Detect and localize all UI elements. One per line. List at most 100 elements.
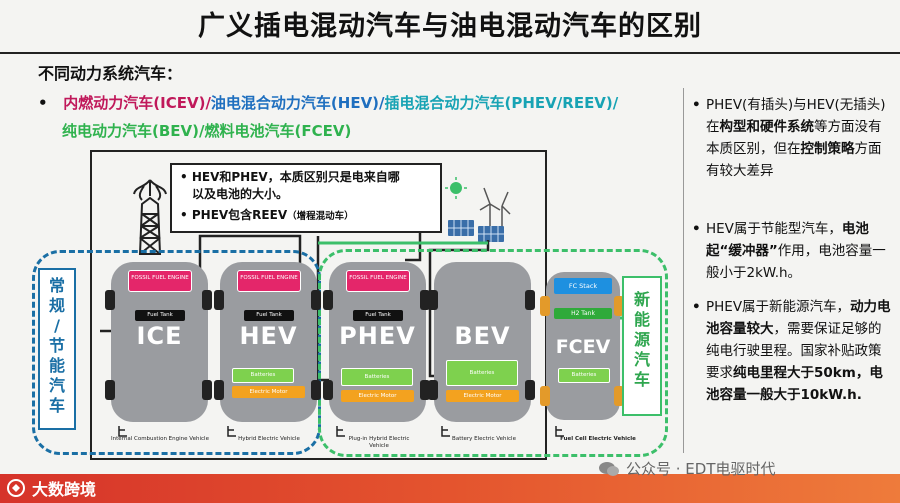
new-energy-vehicle-group — [318, 249, 668, 457]
new-energy-label: 新能源汽车 — [630, 290, 654, 390]
note-fragment: PHEV(有插头)与HEV(无插头)在 — [706, 97, 886, 135]
car-ice: FOSSIL FUEL ENGINE Fuel Tank ICE — [111, 262, 208, 422]
bullet: • — [692, 97, 701, 113]
label-char: 新 — [633, 290, 650, 309]
separator: / — [199, 122, 205, 140]
note-fragment: PHEV属于新能源汽车， — [706, 299, 851, 315]
wheel — [428, 290, 438, 310]
subtitle: 不同动力系统汽车： — [38, 64, 183, 83]
electric-motor: Electric Motor — [341, 390, 414, 402]
wheel — [214, 380, 224, 400]
fuel-nozzle-icon — [118, 426, 127, 437]
label-char: 节 — [48, 336, 65, 355]
battery: Batteries — [558, 368, 610, 383]
wheel — [105, 380, 115, 400]
hev-phev-callout: • HEV和PHEV，本质区别只是电来自哪 以及电池的大小。 • PHEV包含R… — [170, 163, 442, 233]
label-char: 车 — [633, 370, 650, 389]
label-char: 源 — [633, 330, 650, 349]
engine: FOSSIL FUEL ENGINE — [128, 270, 192, 292]
battery: Batteries — [446, 360, 518, 386]
battery: Batteries — [232, 368, 294, 383]
wheel — [202, 290, 212, 310]
label-char: 车 — [48, 396, 65, 415]
note-fragment: 构型和硬件系统 — [719, 119, 815, 135]
plug-icon — [441, 426, 450, 437]
fuel-nozzle-icon — [227, 426, 236, 437]
engine: FOSSIL FUEL ENGINE — [237, 270, 301, 292]
engine: FOSSIL FUEL ENGINE — [346, 270, 410, 292]
note-fragment: ，需要保证足够的纯电行驶里程。国家补贴政策要求 — [706, 321, 882, 381]
column-divider — [683, 88, 684, 453]
label-char: 汽 — [633, 350, 650, 369]
label-char: 规 — [48, 296, 65, 315]
car-name: HEV — [239, 322, 298, 350]
car-bev: BEV Batteries Electric Motor — [434, 262, 531, 422]
note-fragment: 控制策略 — [800, 141, 855, 157]
note-fragment: 方面有较大差异 — [706, 141, 882, 179]
fuel-tank: Fuel Tank — [353, 310, 403, 321]
wheel — [311, 290, 321, 310]
wheel — [420, 380, 430, 400]
note-fragment: 纯电里程大于50km，电池容量一般大于10kW.h. — [706, 365, 883, 403]
caption-phev: Plug-in Hybrid Electric Vehicle — [348, 436, 410, 449]
callout-line: • PHEV包含REEV（增程混动车） — [180, 208, 354, 222]
types-line-1: • 内燃动力汽车(ICEV)/油电混合动力汽车(HEV)/插电混合动力汽车(PH… — [38, 92, 618, 113]
wheel — [614, 386, 624, 406]
wheel — [105, 290, 115, 310]
type-bev: 纯电动力汽车(BEV) — [62, 122, 200, 140]
h2-tank: H2 Tank — [554, 308, 612, 319]
new-energy-label-box — [622, 276, 662, 416]
battery: Batteries — [341, 368, 413, 386]
electric-motor: Electric Motor — [446, 390, 519, 402]
label-char: 汽 — [48, 376, 65, 395]
conventional-label: 常规/节能汽车 — [45, 276, 69, 416]
car-phev: FOSSIL FUEL ENGINE Fuel Tank PHEV Batter… — [329, 262, 426, 422]
page-title: 广义插电混动汽车与油电混动汽车的区别 — [198, 11, 702, 42]
h2-nozzle-icon — [555, 426, 564, 437]
note-item: •PHEV(有插头)与HEV(无插头)在构型和硬件系统等方面没有本质区别，但在控… — [692, 94, 894, 182]
wheel — [540, 296, 550, 316]
separator: / — [205, 94, 211, 112]
label-char: / — [54, 316, 60, 335]
watermark: 公众号 · EDT电驱时代 — [598, 458, 776, 479]
note-fragment: 作用，电池容量一般小于2kW.h。 — [706, 243, 886, 281]
callout-line: • HEV和PHEV，本质区别只是电来自哪 — [180, 170, 400, 184]
separator: / — [379, 94, 385, 112]
car-name: FCEV — [555, 336, 611, 358]
logo-text: 大数跨境 — [32, 480, 97, 499]
wheel — [540, 386, 550, 406]
footer-logo: 大数跨境 — [6, 476, 96, 500]
note-fragment: HEV属于节能型汽车， — [706, 221, 842, 237]
label-char: 能 — [48, 356, 65, 375]
note-item: •PHEV属于新能源汽车，动力电池容量较大，需要保证足够的纯电行驶里程。国家补贴… — [692, 296, 894, 406]
type-hev: 油电混合动力汽车(HEV) — [210, 94, 380, 112]
electric-motor: Electric Motor — [232, 386, 305, 398]
watermark-text: 公众号 · EDT电驱时代 — [626, 460, 776, 478]
type-fcev: 燃料电池汽车(FCEV) — [204, 122, 352, 140]
type-icev: 内燃动力汽车(ICEV) — [63, 94, 206, 112]
wheel — [214, 290, 224, 310]
type-phev: 插电混合动力汽车(PHEV/REEV) — [384, 94, 613, 112]
bullet: • — [692, 299, 701, 315]
separator: / — [612, 94, 619, 112]
label-char: 常 — [48, 276, 65, 295]
wheel — [525, 290, 535, 310]
car-name: ICE — [136, 322, 183, 350]
caption-fcev: Fuel Cell Electric Vehicle — [560, 436, 636, 442]
caption-hev: Hybrid Electric Vehicle — [238, 436, 300, 442]
bullet: • — [692, 221, 701, 237]
fc-stack: FC Stack — [554, 278, 612, 294]
label-char: 能 — [633, 310, 650, 329]
types-line-2: 纯电动力汽车(BEV)/燃料电池汽车(FCEV) — [62, 120, 351, 141]
callout-text: HEV和PHEV，本质区别只是电来自哪 — [191, 170, 400, 184]
renewable-energy-icon — [445, 177, 511, 242]
callout-text: PHEV包含REEV — [191, 208, 288, 222]
logo-icon — [7, 479, 25, 497]
fuel-tank: Fuel Tank — [135, 310, 185, 321]
note-fragment: 电池起“缓冲器” — [706, 221, 869, 259]
caption-ice: Internal Combustion Engine Vehicle — [111, 436, 209, 442]
callout-line: 以及电池的大小。 — [192, 187, 289, 201]
wheel — [614, 296, 624, 316]
wheel — [323, 380, 333, 400]
bullet: • — [38, 94, 48, 112]
